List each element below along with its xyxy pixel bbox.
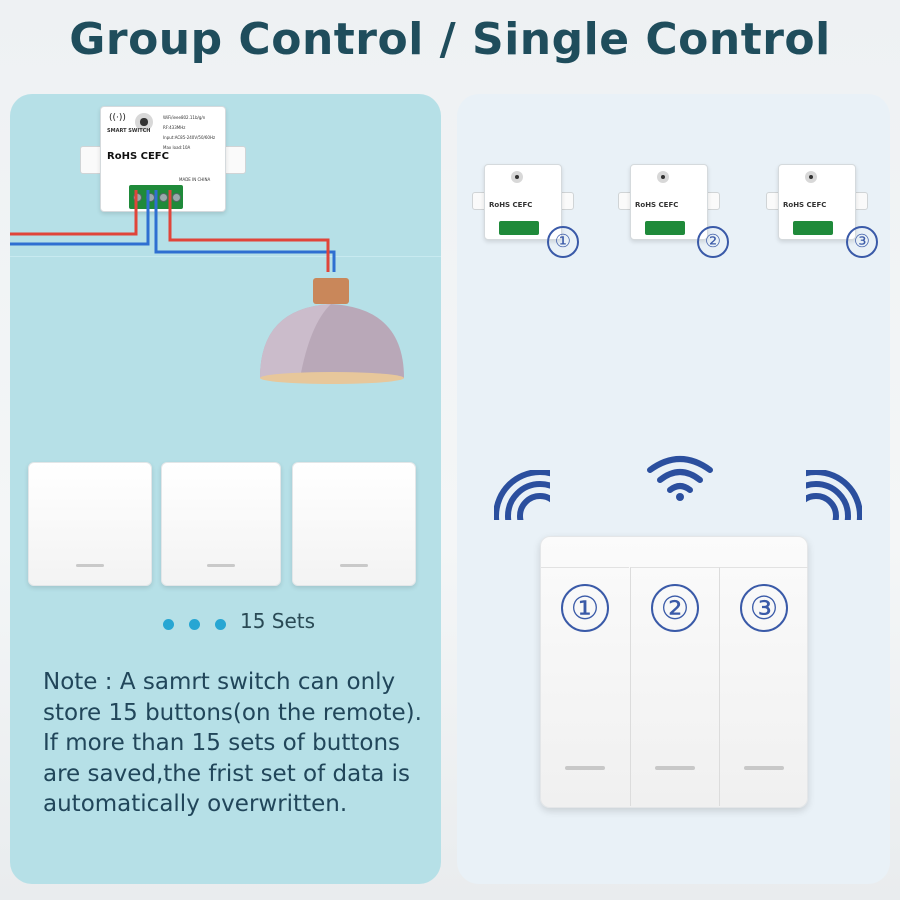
module-knob [135, 113, 153, 131]
module-brand: SMART SWITCH [107, 128, 151, 134]
dot [163, 619, 174, 630]
sets-dots [163, 615, 241, 634]
smart-switch-module-3: RoHS CEFC [766, 164, 868, 244]
wire-blue-in [10, 190, 150, 246]
gang-number-2: ② [651, 584, 699, 632]
gang-button-2[interactable]: ② [630, 567, 719, 806]
module-spec-2: RF:433MHz [163, 125, 186, 130]
note-text: Note : A samrt switch can only store 15 … [43, 667, 438, 820]
smart-switch-module-2: RoHS CEFC [618, 164, 720, 244]
divider [10, 256, 441, 257]
wiring-diagram [10, 190, 404, 384]
group-control-panel: ((·)) SMART SWITCH WiFi/ieee802.11b/g/n … [10, 94, 441, 884]
module-number-3: ③ [846, 226, 878, 258]
wire-red-out [168, 190, 330, 272]
module-spec-4: Max load:10A [163, 145, 191, 150]
wifi-signal-icon-center [647, 456, 713, 501]
note-line: Note : A samrt switch can only [43, 669, 396, 695]
gang-indicator [565, 766, 605, 770]
gang-indicator [744, 766, 784, 770]
remote-switch-3[interactable] [292, 462, 416, 586]
wire-red-in [10, 190, 138, 236]
remote-switch-1[interactable] [28, 462, 152, 586]
remote-switch-2[interactable] [161, 462, 281, 586]
note-line: automatically overwritten. [43, 791, 348, 817]
wifi-signal-icon-left [494, 470, 550, 520]
gang-indicator [655, 766, 695, 770]
note-line: store 15 buttons(on the remote). [43, 699, 422, 726]
module-number-2: ② [697, 226, 729, 258]
module-spec-3: Input:AC85-240V/50/60Hz [163, 135, 216, 140]
smart-switch-module-1: RoHS CEFC [472, 164, 574, 244]
lamp-icon [260, 278, 404, 384]
page-title: Group Control / Single Control [69, 14, 831, 65]
module-spec-1: WiFi/ieee802.11b/g/n [163, 115, 206, 120]
dot [189, 619, 200, 630]
module-certs: RoHS CEFC [107, 151, 169, 162]
wifi-signal-icon-right [806, 470, 862, 520]
module-origin: MADE IN CHINA [179, 177, 211, 182]
note-line: If more than 15 sets of buttons [43, 730, 401, 756]
gang-number-1: ① [561, 584, 609, 632]
wifi-icon: ((·)) [109, 113, 126, 123]
three-gang-remote-switch: ① ② ③ [540, 536, 808, 808]
wire-blue-out [154, 190, 336, 272]
gang-button-1[interactable]: ① [541, 567, 629, 806]
gang-number-3: ③ [740, 584, 788, 632]
gang-button-3[interactable]: ③ [719, 567, 808, 806]
module-number-1: ① [547, 226, 579, 258]
dot [215, 619, 226, 630]
note-line: are saved,the frist set of data is [43, 760, 411, 787]
sets-label: 15 Sets [240, 609, 316, 633]
